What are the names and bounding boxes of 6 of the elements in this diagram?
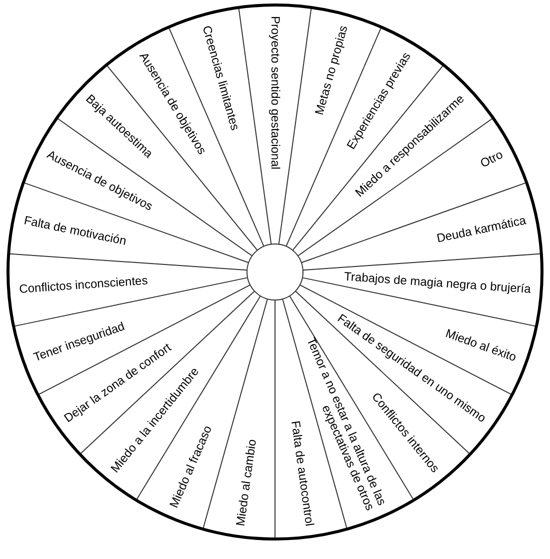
segment-label: Conflictos inconscientes	[15, 268, 238, 296]
segment-label: Miedo al cambio	[233, 308, 276, 530]
segment-label: Trabajos de magia negra o brujería	[312, 268, 535, 296]
segment-label: Proyecto sentido gestacional	[268, 12, 282, 234]
segment-label: Falta de motivación	[19, 212, 240, 270]
segment-label: Deuda karmática	[310, 212, 531, 270]
